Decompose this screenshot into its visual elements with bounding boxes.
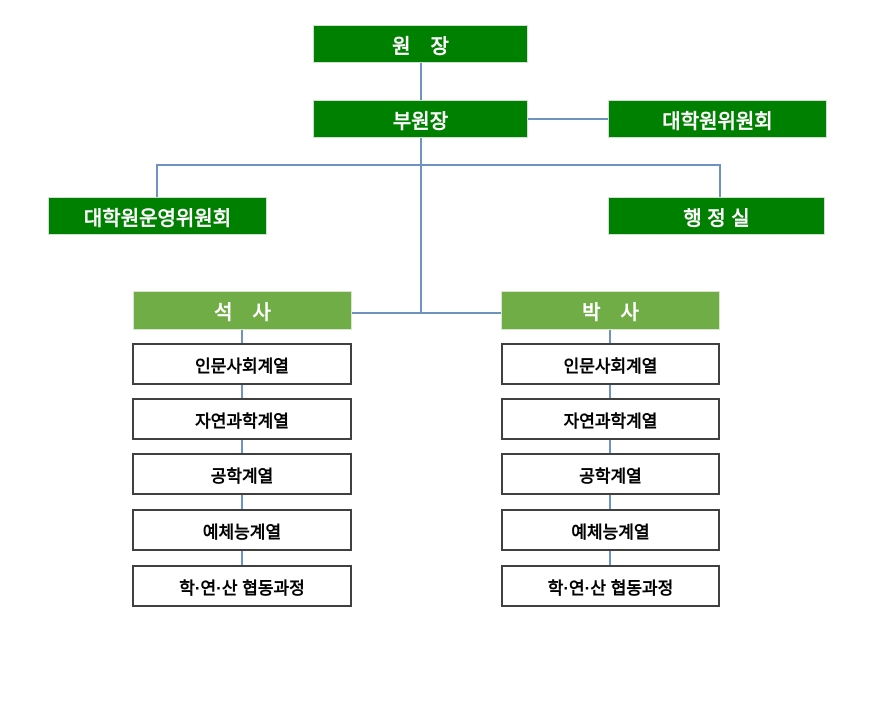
connector-masters-division-5 — [241, 551, 243, 565]
division-box-masters-engineering: 공학계열 — [132, 453, 352, 495]
connector-branch-horizontal — [156, 164, 721, 166]
connector-masters-division-2 — [241, 385, 243, 398]
grad-committee-label: 대학원위원회 — [662, 110, 773, 133]
division-label: 공학계열 — [210, 466, 274, 486]
connector-masters-division-1 — [241, 330, 243, 343]
box-vice-director: 부원장 — [313, 100, 528, 138]
box-masters: 석 사 — [133, 291, 352, 330]
connector-director-to-vice — [420, 63, 422, 100]
connector-vice-down-trunk — [420, 138, 422, 314]
doctoral-label: 박 사 — [582, 302, 639, 324]
connector-drop-admin-office — [719, 164, 721, 197]
connector-doctoral-division-5 — [609, 551, 611, 565]
connector-masters-doctoral — [352, 312, 501, 314]
connector-drop-operations-committee — [156, 164, 158, 197]
division-label: 예체능계열 — [571, 522, 650, 542]
director-label: 원 장 — [392, 35, 449, 58]
division-label: 인문사회계열 — [195, 356, 289, 376]
box-doctoral: 박 사 — [501, 291, 720, 330]
division-label: 공학계열 — [579, 466, 642, 486]
division-box-masters-cooperative: 학·연·산 협동과정 — [132, 565, 352, 607]
box-admin-office: 행 정 실 — [608, 197, 825, 235]
division-box-doctoral-cooperative: 학·연·산 협동과정 — [501, 565, 720, 607]
connector-masters-division-4 — [241, 495, 243, 509]
box-operations-committee: 대학원운영위원회 — [48, 197, 267, 235]
vice-director-label: 부원장 — [392, 110, 449, 133]
division-label: 학·연·산 협동과정 — [179, 578, 305, 598]
connector-doctoral-division-3 — [609, 440, 611, 453]
division-label: 예체능계열 — [202, 522, 282, 542]
connector-vice-to-grad-committee — [528, 118, 608, 120]
connector-doctoral-division-4 — [609, 495, 611, 509]
division-label: 자연과학계열 — [195, 411, 289, 431]
connector-doctoral-division-1 — [609, 330, 611, 343]
admin-office-label: 행 정 실 — [683, 207, 750, 230]
box-director: 원 장 — [313, 25, 528, 63]
masters-label: 석 사 — [214, 302, 271, 324]
division-box-doctoral-arts-sports: 예체능계열 — [501, 509, 720, 551]
operations-committee-label: 대학원운영위원회 — [83, 207, 232, 230]
division-box-masters-natural-sciences: 자연과학계열 — [132, 398, 352, 440]
division-label: 자연과학계열 — [563, 411, 658, 431]
division-box-doctoral-humanities: 인문사회계열 — [501, 343, 720, 385]
division-box-doctoral-natural-sciences: 자연과학계열 — [501, 398, 720, 440]
box-grad-committee: 대학원위원회 — [608, 100, 827, 138]
connector-doctoral-division-2 — [609, 385, 611, 398]
division-label: 학·연·산 협동과정 — [547, 578, 674, 598]
connector-masters-division-3 — [241, 440, 243, 453]
division-box-masters-humanities: 인문사회계열 — [132, 343, 352, 385]
division-box-doctoral-engineering: 공학계열 — [501, 453, 720, 495]
division-label: 인문사회계열 — [563, 356, 658, 376]
division-box-masters-arts-sports: 예체능계열 — [132, 509, 352, 551]
